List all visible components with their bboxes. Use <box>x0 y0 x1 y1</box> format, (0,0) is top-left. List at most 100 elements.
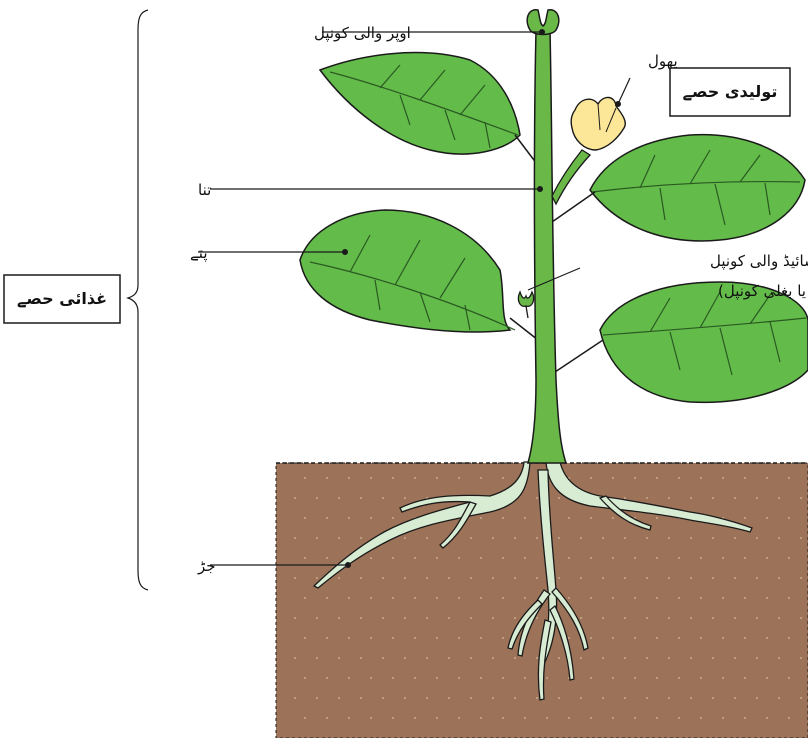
soil-speckle <box>580 657 582 659</box>
soil-speckle <box>436 557 438 559</box>
soil-speckle <box>338 657 340 659</box>
soil-speckle <box>316 537 318 539</box>
soil-speckle <box>304 597 306 599</box>
soil-speckle <box>470 577 472 579</box>
soil-speckle <box>426 697 428 699</box>
soil-speckle <box>316 617 318 619</box>
soil-speckle <box>514 617 516 619</box>
soil-speckle <box>304 677 306 679</box>
soil-speckle <box>788 717 790 719</box>
soil-speckle <box>294 697 296 699</box>
soil-speckle <box>712 497 714 499</box>
soil-speckle <box>536 697 538 699</box>
soil-speckle <box>304 717 306 719</box>
soil-speckle <box>634 597 636 599</box>
soil-speckle <box>656 637 658 639</box>
soil-speckle <box>502 477 504 479</box>
label-axillary-bud-alt: (محوری یا بغلی کونپل) <box>718 282 808 301</box>
soil-speckle <box>326 637 328 639</box>
soil-speckle <box>590 557 592 559</box>
petiole-bottom-right <box>555 340 603 372</box>
soil-speckle <box>778 617 780 619</box>
soil-speckle <box>316 657 318 659</box>
soil-speckle <box>700 477 702 479</box>
soil-speckle <box>800 617 802 619</box>
soil-speckle <box>492 577 494 579</box>
soil-speckle <box>360 617 362 619</box>
soil-speckle <box>470 657 472 659</box>
soil-speckle <box>558 657 560 659</box>
soil-speckle <box>370 717 372 719</box>
label-axillary-bud: سائیڈ والی کونپل <box>710 252 808 271</box>
soil-speckle <box>788 597 790 599</box>
soil-speckle <box>656 597 658 599</box>
soil-speckle <box>568 557 570 559</box>
soil-speckle <box>414 717 416 719</box>
soil-speckle <box>778 497 780 499</box>
soil-speckle <box>580 617 582 619</box>
soil-speckle <box>602 537 604 539</box>
soil-speckle <box>766 477 768 479</box>
soil-speckle <box>766 637 768 639</box>
soil-speckle <box>722 477 724 479</box>
soil-speckle <box>426 537 428 539</box>
soil-speckle <box>360 577 362 579</box>
soil-speckle <box>558 537 560 539</box>
soil-speckle <box>612 717 614 719</box>
soil-speckle <box>524 557 526 559</box>
soil-speckle <box>744 637 746 639</box>
soil-speckle <box>426 617 428 619</box>
soil-speckle <box>668 697 670 699</box>
soil-speckle <box>392 477 394 479</box>
soil-speckle <box>778 537 780 539</box>
soil-speckle <box>502 677 504 679</box>
soil-speckle <box>800 537 802 539</box>
soil-speckle <box>294 657 296 659</box>
soil-speckle <box>766 557 768 559</box>
soil-speckle <box>514 697 516 699</box>
soil-speckle <box>370 637 372 639</box>
soil-speckle <box>744 717 746 719</box>
soil-speckle <box>602 657 604 659</box>
stem <box>528 30 566 463</box>
soil-speckle <box>348 717 350 719</box>
reproductive-parts-box: تولیدی حصے <box>670 68 790 116</box>
soil-speckle <box>414 597 416 599</box>
soil-speckle <box>480 677 482 679</box>
soil-speckle <box>426 577 428 579</box>
soil-speckle <box>458 477 460 479</box>
soil-speckle <box>360 697 362 699</box>
soil-speckle <box>524 677 526 679</box>
soil-speckle <box>382 497 384 499</box>
soil-speckle <box>590 717 592 719</box>
label-apical-bud: اوپر والی کونپل <box>314 24 411 43</box>
soil-speckle <box>348 677 350 679</box>
soil-speckle <box>458 717 460 719</box>
soil-speckle <box>404 617 406 619</box>
soil-speckle <box>326 477 328 479</box>
soil-speckle <box>404 697 406 699</box>
vegetative-parts-box: غذائی حصے <box>4 275 120 323</box>
soil-speckle <box>700 557 702 559</box>
soil-speckle <box>624 617 626 619</box>
soil-speckle <box>624 657 626 659</box>
soil-speckle <box>448 577 450 579</box>
soil-speckle <box>690 577 692 579</box>
soil-speckle <box>436 717 438 719</box>
soil-speckle <box>612 597 614 599</box>
soil-speckle <box>414 557 416 559</box>
soil-speckle <box>690 657 692 659</box>
soil-speckle <box>734 697 736 699</box>
soil-speckle <box>382 577 384 579</box>
soil-speckle <box>502 717 504 719</box>
soil-speckle <box>744 477 746 479</box>
soil-speckle <box>382 657 384 659</box>
soil-speckle <box>690 497 692 499</box>
soil-speckle <box>678 717 680 719</box>
soil-speckle <box>624 577 626 579</box>
soil-speckle <box>458 677 460 679</box>
soil-speckle <box>470 697 472 699</box>
soil-speckle <box>436 677 438 679</box>
soil-speckle <box>316 697 318 699</box>
soil-speckle <box>678 677 680 679</box>
